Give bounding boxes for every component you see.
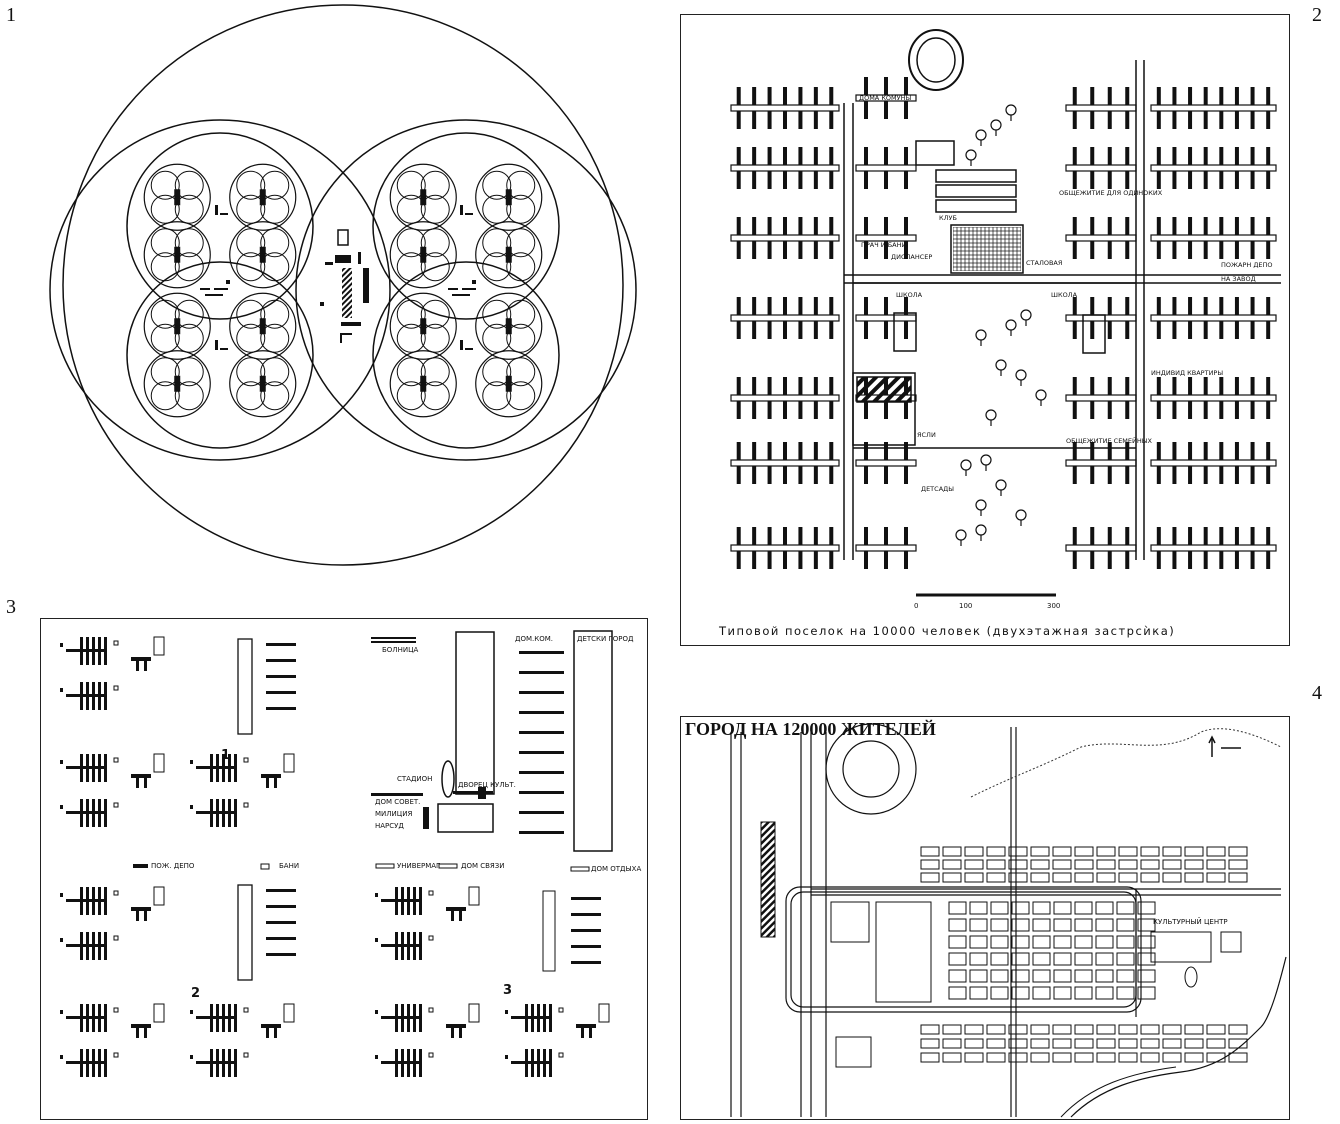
figure-number-1: 1 xyxy=(6,4,16,26)
district-number-1: 1 xyxy=(221,748,230,763)
panel-2-settlement-plan: 0 100 300 ДОМА КОМУНЫ КЛУБ ОБЩЕЖИТИЕ ДЛЯ… xyxy=(680,14,1290,646)
cluster xyxy=(143,350,211,418)
label-prach-i-bani: ПРАЧ И БАНИ xyxy=(861,241,906,249)
label-detsady: ДЕТСАДЫ xyxy=(921,485,954,493)
label-pozh-depo: ПОЖ. ДЕПО xyxy=(151,862,195,870)
settlement-plan-svg: 0 100 300 ДОМА КОМУНЫ КЛУБ ОБЩЕЖИТИЕ ДЛЯ… xyxy=(718,29,1281,638)
label-narsud: НАРСУД xyxy=(375,822,404,830)
cluster xyxy=(475,292,543,360)
label-stadion: СТАДИОН xyxy=(397,775,432,783)
label-klub: КЛУБ xyxy=(939,214,957,222)
cluster xyxy=(143,163,211,231)
scale-bar: 0 100 300 xyxy=(914,593,1060,610)
housing-rows xyxy=(730,77,1277,569)
cluster xyxy=(475,350,543,418)
cluster xyxy=(389,292,457,360)
label-kulturnyi-tsentr: КУЛЬТУРНЫЙ ЦЕНТР xyxy=(1153,917,1228,926)
district-number-2: 2 xyxy=(191,986,200,1001)
label-detski-gorod: ДЕТСКИ ГОРОД xyxy=(577,635,634,643)
label-dvorets-kult: ДВОРЕЦ КУЛЬТ. xyxy=(458,781,516,789)
central-buildings xyxy=(320,229,369,343)
cluster xyxy=(229,163,297,231)
figure-number-3: 3 xyxy=(6,596,16,618)
panel-4-city-plan: ГОРОД НА 120000 ЖИТЕЛЕЙ КУЛЬТУРНЫЙ ЦЕНТР xyxy=(680,716,1290,1120)
label-yasli: ЯСЛИ xyxy=(917,431,936,439)
label-dom-svyazi: ДОМ СВЯЗИ xyxy=(461,862,505,870)
label-shkola-left: ШКОЛА xyxy=(896,291,923,299)
figure-number-2: 2 xyxy=(1312,4,1322,26)
cluster xyxy=(389,163,457,231)
scale-0: 0 xyxy=(914,602,918,610)
label-shkola-right: ШКОЛА xyxy=(1051,291,1078,299)
label-dom-otdykha: ДОМ ОТДЫХА xyxy=(591,865,641,873)
housing-groups xyxy=(60,636,610,1077)
north-arrow xyxy=(1208,735,1241,757)
label-dom-kommuny: ДОМА КОМУНЫ xyxy=(859,94,912,102)
city-blocks xyxy=(830,846,1248,1068)
cluster xyxy=(229,292,297,360)
label-obshchezhitie-semeinykh: ОБЩЕЖИТИЕ СЕМЕЙНЫХ xyxy=(1066,436,1153,445)
figure-number-4: 4 xyxy=(1312,682,1322,704)
cluster xyxy=(475,221,543,289)
scale-100: 100 xyxy=(959,602,972,610)
panel-4-title: ГОРОД НА 120000 ЖИТЕЛЕЙ xyxy=(685,718,936,739)
label-indiv-kvartiry: ИНДИВИД КВАРТИРЫ xyxy=(1151,369,1223,377)
panel-1-circle-diagram xyxy=(40,0,660,590)
label-dom-sovet: ДОМ СОВЕТ. xyxy=(375,798,420,806)
neighbourhood-clusters xyxy=(143,163,543,418)
label-bani: БАНИ xyxy=(279,862,299,870)
cluster xyxy=(229,350,297,418)
district-plan-svg: БОЛНИЦА ДОМ.КОМ. ДЕТСКИ ГОРОД СТАДИОН ДВ… xyxy=(60,630,641,1077)
label-pozharn-depo: ПОЖАРН ДЕПО xyxy=(1221,261,1273,269)
scale-300: 300 xyxy=(1047,602,1060,610)
city-plan-svg: ГОРОД НА 120000 ЖИТЕЛЕЙ КУЛЬТУРНЫЙ ЦЕНТР xyxy=(685,718,1287,1118)
label-militsiya: МИЛИЦИЯ xyxy=(375,810,412,818)
label-dispanser: ДИСПАНСЕР xyxy=(891,253,932,261)
panel-2-caption: Типовой поселок на 10000 человек (двухэт… xyxy=(718,624,1175,638)
cluster xyxy=(389,350,457,418)
label-univermag: УНИВЕРМАГ xyxy=(397,862,440,870)
panel-3-district-plan: БОЛНИЦА ДОМ.КОМ. ДЕТСКИ ГОРОД СТАДИОН ДВ… xyxy=(40,618,648,1120)
cluster xyxy=(143,221,211,289)
cluster xyxy=(389,221,457,289)
label-na-zavod: НА ЗАВОД xyxy=(1221,275,1256,283)
circle-plan-svg xyxy=(49,4,637,566)
cluster xyxy=(143,292,211,360)
district-number-3: 3 xyxy=(503,983,512,998)
label-bolnitsa: БОЛНИЦА xyxy=(382,646,419,654)
cluster xyxy=(229,221,297,289)
label-obshchezhitie-odinokikh: ОБЩЕЖИТИЕ ДЛЯ ОДИНОКИХ xyxy=(1059,189,1163,197)
label-stolovaya: СТАЛОВАЯ xyxy=(1026,259,1062,267)
cluster xyxy=(475,163,543,231)
label-dom-kom: ДОМ.КОМ. xyxy=(515,635,553,643)
